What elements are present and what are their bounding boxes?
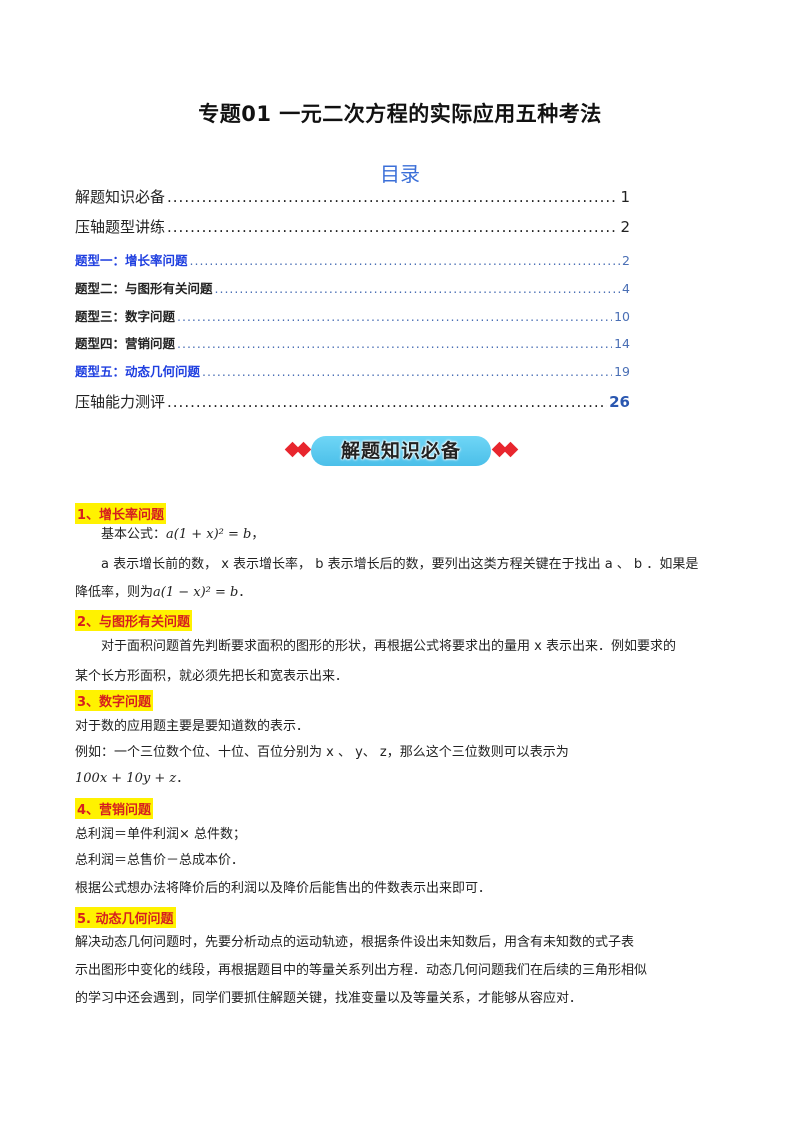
toc-item[interactable]: 题型二：与图形有关问题 4 [75,278,630,297]
diamond-icon [295,441,312,458]
toc-leader [215,281,621,296]
text-span: 降低率，则为 [75,585,154,600]
toc-item[interactable]: 题型三：数字问题 10 [75,306,630,325]
toc-item[interactable]: 解题知识必备 1 [75,186,630,207]
text-span: a 表示增长前的数， x 表示增长率， b 表示增长后的数，要列出这类方程关键在… [101,557,699,572]
paragraph: 基本公式：a(1 + x)² = b， [75,520,735,550]
toc-item-label: 压轴题型讲练 [75,218,166,236]
page-title: 专题01 一元二次方程的实际应用五种考法 [198,102,602,126]
toc-item-page: 14 [614,336,630,351]
section-heading: 1、增长率问题 [75,503,167,524]
toc-leader [167,188,618,206]
toc-item-page: 2 [622,253,630,268]
text-span: 示出图形中变化的线段，再根据题目中的等量关系列出方程．动态几何问题我们在后续的三… [75,963,648,978]
section-heading: 3、数字问题 [75,690,154,711]
formula: a(1 − x)² = b [153,585,239,600]
toc-item[interactable]: 压轴题型讲练 2 [75,216,630,237]
text-span: 的学习中还会遇到，同学们要抓住解题关键，找准变量以及等量关系，才能够从容应对． [75,991,583,1006]
text-span: 某个长方形面积，就必须先把长和宽表示出来． [75,669,349,684]
text-span: 总利润＝总售价－总成本价． [75,853,245,868]
toc-heading: 目录 [380,162,420,186]
text-span: 对于数的应用题主要是要知道数的表示． [75,719,310,734]
toc-item-label: 题型三：数字问题 [75,309,176,324]
text-span: ， [251,527,265,542]
paragraph: 降低率，则为a(1 − x)² = b． [75,578,735,608]
toc-item-page: 26 [609,393,630,411]
formula: 100x + 10y + z [75,771,177,786]
toc-item[interactable]: 题型四：营销问题 14 [75,333,630,352]
toc-item-label: 压轴能力测评 [75,393,166,411]
text-span: ． [176,771,190,786]
paragraph: 例如：一个三位数个位、十位、百位分别为 x 、 y、 z，那么这个三位数则可以表… [75,738,735,768]
toc-leader [190,253,621,268]
toc-item-page: 10 [614,309,630,324]
section-banner: 解题知识必备 [283,434,519,470]
toc-item-label: 题型一：增长率问题 [75,253,188,268]
paragraph: 对于面积问题首先判断要求面积的图形的形状，再根据公式将要求出的量用 x 表示出来… [75,632,735,662]
section-heading: 5. 动态几何问题 [75,907,176,928]
toc-leader [202,364,612,379]
paragraph: 对于数的应用题主要是要知道数的表示． [75,712,735,742]
formula: a(1 + x)² = b [166,527,252,542]
toc-item-page: 19 [614,364,630,379]
toc-item[interactable]: 题型五：动态几何问题 19 [75,361,630,380]
toc-leader [177,309,612,324]
toc-item[interactable]: 题型一：增长率问题 2 [75,250,630,269]
paragraph: 100x + 10y + z． [75,764,735,794]
text-span: 例如：一个三位数个位、十位、百位分别为 x 、 y、 z，那么这个三位数则可以表… [75,745,569,760]
paragraph: 某个长方形面积，就必须先把长和宽表示出来． [75,662,735,692]
paragraph: 总利润＝总售价－总成本价． [75,846,735,876]
section-heading: 4、营销问题 [75,798,154,819]
banner-pill [311,436,491,466]
text-span: 解决动态几何问题时，先要分析动点的运动轨迹，根据条件设出未知数后，用含有未知数的… [75,935,635,950]
paragraph: 解决动态几何问题时，先要分析动点的运动轨迹，根据条件设出未知数后，用含有未知数的… [75,928,735,958]
toc-item-label: 题型四：营销问题 [75,336,176,351]
text-span: 总利润＝单件利润× 总件数； [75,827,247,842]
diamond-icon [502,441,519,458]
toc-item-label: 解题知识必备 [75,188,166,206]
toc-item-label: 题型二：与图形有关问题 [75,281,213,296]
toc-item-page: 2 [620,218,630,236]
text-span: 对于面积问题首先判断要求面积的图形的形状，再根据公式将要求出的量用 x 表示出来… [101,639,676,654]
section-heading: 2、与图形有关问题 [75,610,193,631]
toc-leader [167,218,618,236]
paragraph: 根据公式想办法将降价后的利润以及降价后能售出的件数表示出来即可． [75,874,735,904]
toc-leader [167,393,607,411]
text-span: ． [238,585,252,600]
text-span: 基本公式： [101,527,167,542]
toc-item-page: 4 [622,281,630,296]
text-span: 根据公式想办法将降价后的利润以及降价后能售出的件数表示出来即可． [75,881,492,896]
paragraph: 总利润＝单件利润× 总件数； [75,820,735,850]
banner-text: 解题知识必备 [340,440,461,462]
paragraph: 的学习中还会遇到，同学们要抓住解题关键，找准变量以及等量关系，才能够从容应对． [75,984,735,1014]
toc-item-page: 1 [620,188,630,206]
paragraph: 示出图形中变化的线段，再根据题目中的等量关系列出方程．动态几何问题我们在后续的三… [75,956,735,986]
toc-item-label: 题型五：动态几何问题 [75,364,201,379]
toc-leader [177,336,612,351]
paragraph: a 表示增长前的数， x 表示增长率， b 表示增长后的数，要列出这类方程关键在… [75,550,735,580]
toc-item[interactable]: 压轴能力测评 26 [75,391,630,412]
